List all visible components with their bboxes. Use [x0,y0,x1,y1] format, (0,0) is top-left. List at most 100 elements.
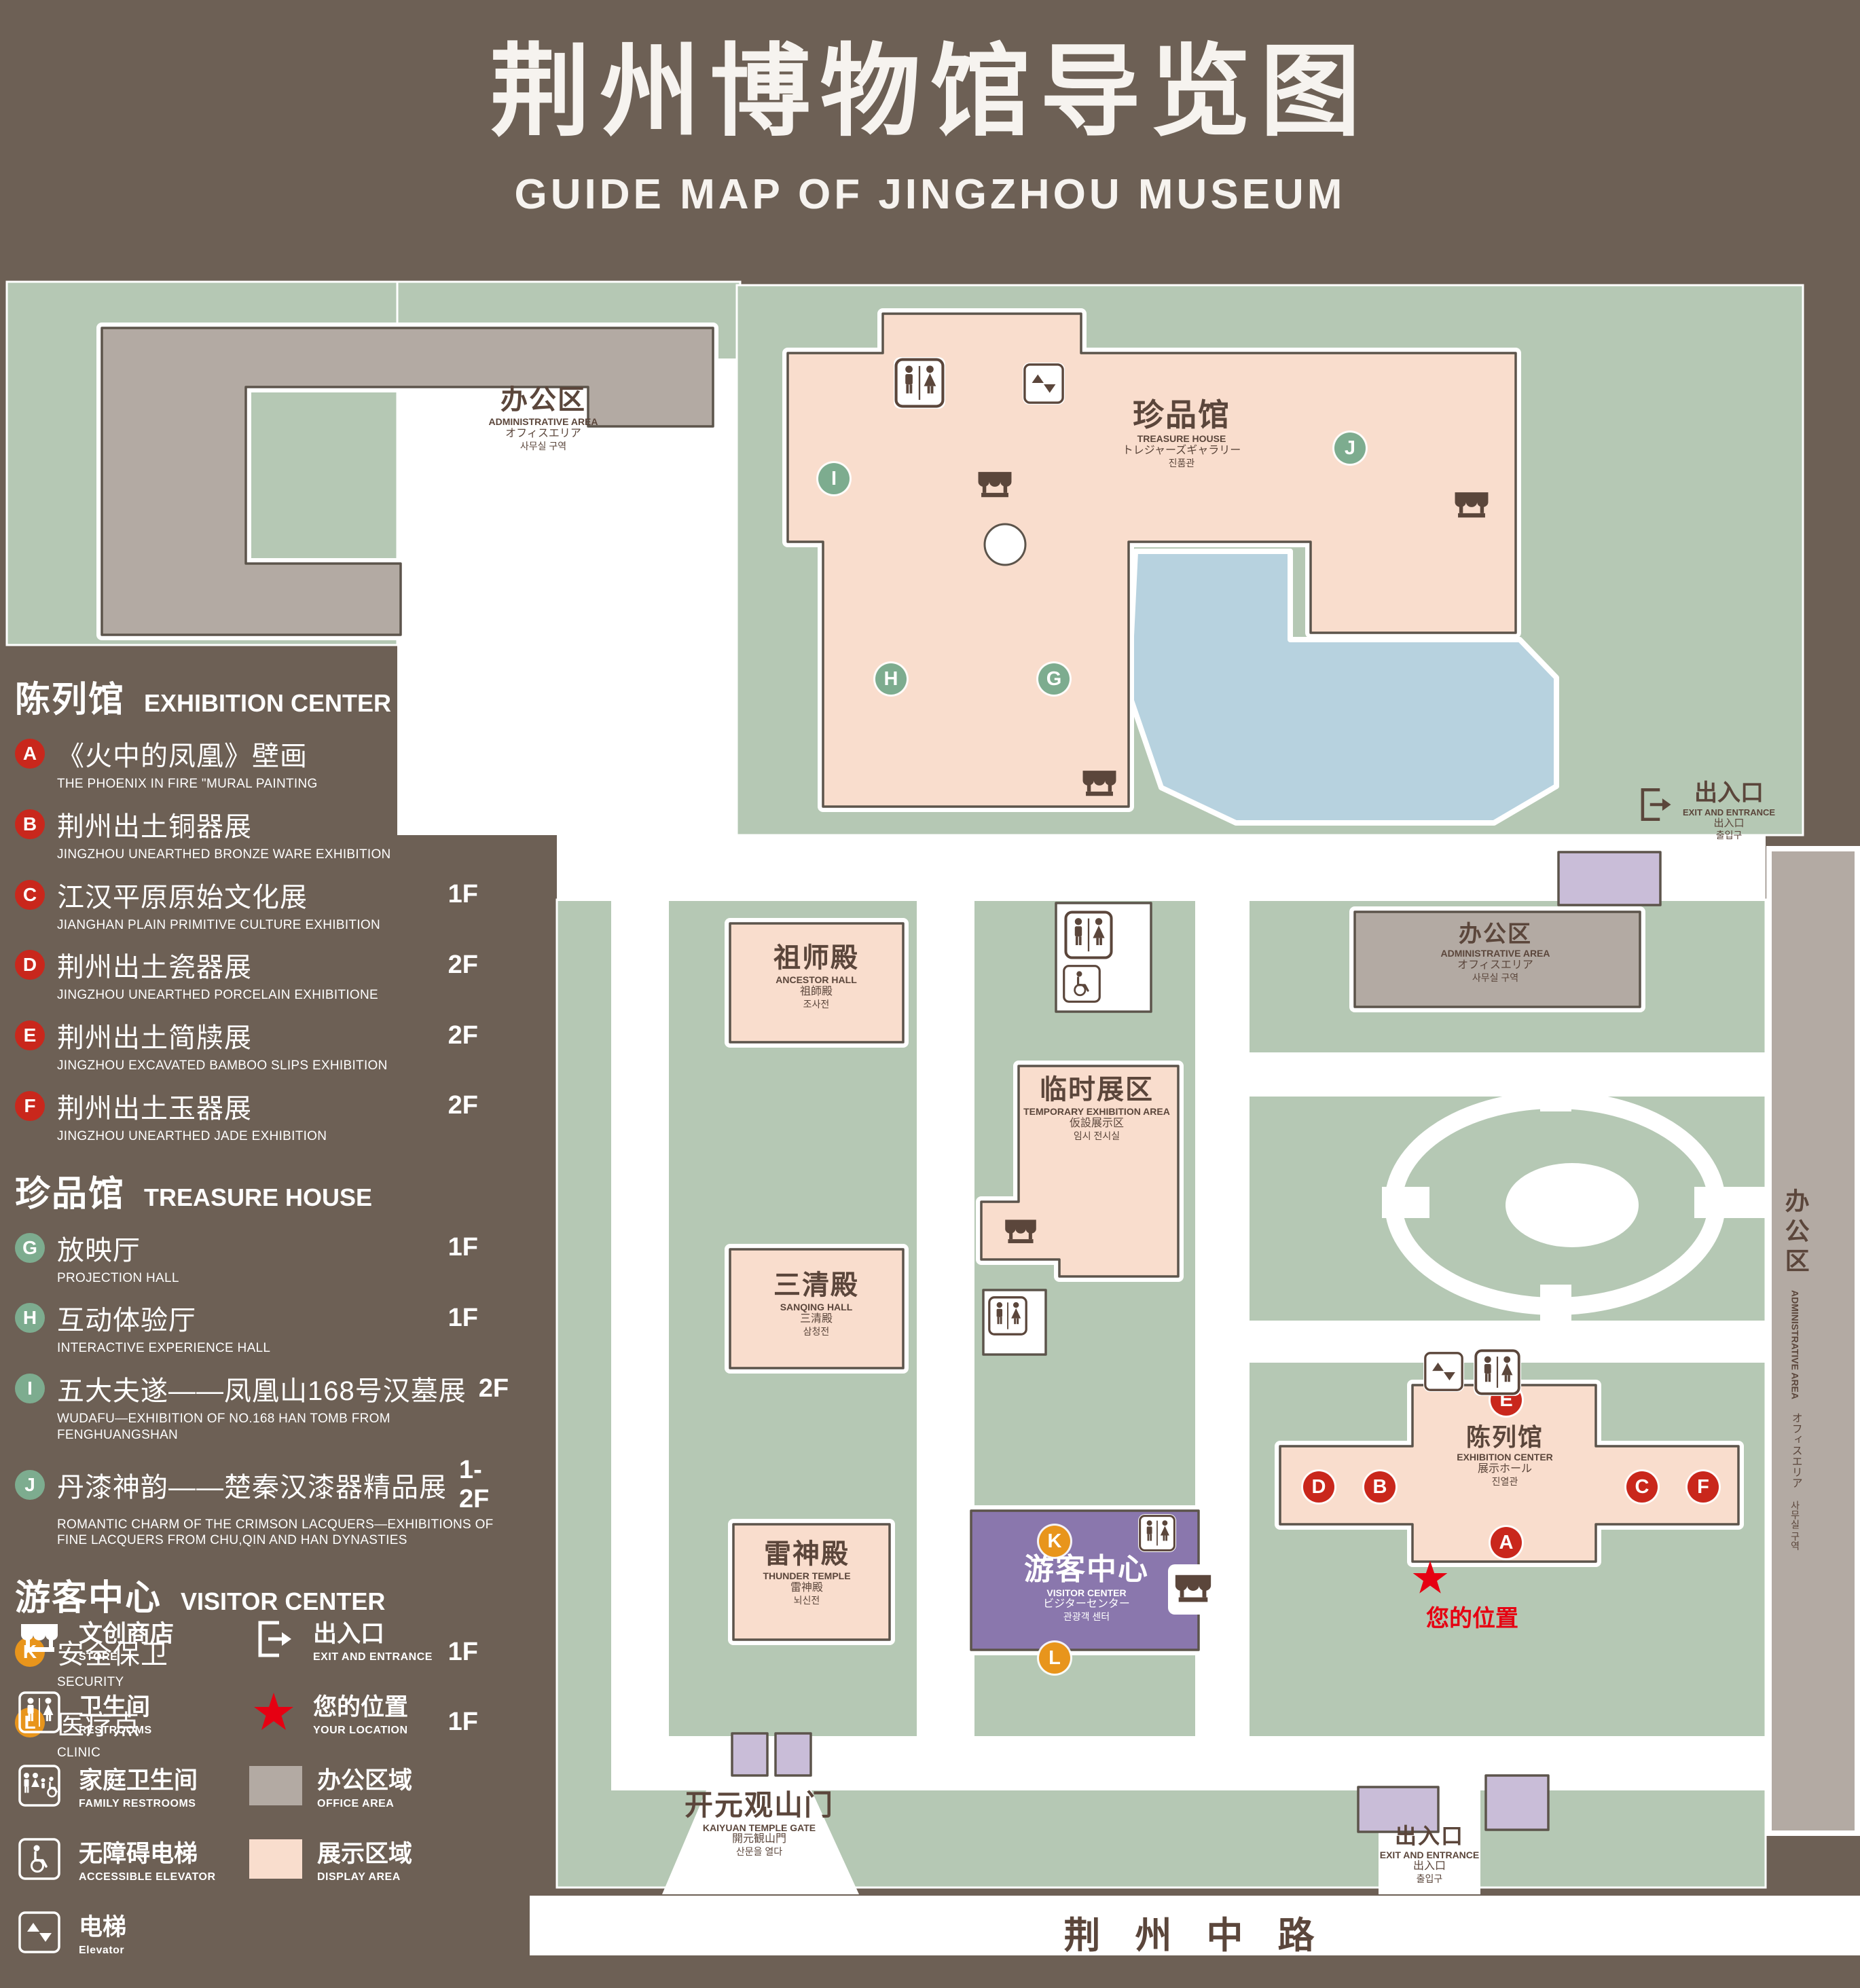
gate-pavilion [774,1732,812,1777]
map-marker-D: D [1303,1471,1334,1503]
restroom-icon [894,357,945,409]
walkway-path [397,358,737,835]
legend-item-d: D 荆州出土瓷器展 2F JINGZHOU UNEARTHED PORCELAI… [15,945,496,1004]
location-star-icon [249,1691,298,1734]
restroom-icon [1474,1348,1521,1396]
store-icon [1452,486,1491,526]
legend-item-a: A 《火中的凤凰》壁画 1F THE PHOENIX IN FIRE "MURA… [15,734,496,792]
accessible-elevator-icon [15,1837,64,1881]
restroom-icon [1138,1514,1176,1552]
exit-entrance-label-bottom: 出入口 EXIT AND ENTRANCE 出入口 출입구 [1379,1824,1480,1885]
legend-symbol-exit: 出入口 EXIT AND ENTRANCE [249,1602,497,1676]
marker-badge: H [15,1303,45,1333]
walkway-path [1540,1054,1571,1111]
sanqing-hall-building [729,1248,905,1369]
marker-badge: J [15,1469,45,1500]
visitor-center-label: 游客中心 VISITOR CENTER ビジターセンター 관광객 센터 [1024,1553,1149,1623]
legend-item-c: C 江汉平原原始文化展 1F JIANGHAN PLAIN PRIMITIVE … [15,875,496,934]
elevator-icon [1423,1351,1464,1392]
legend-symbol-your-location: 您的位置 YOUR LOCATION [249,1676,497,1749]
admin-area-label: 办公区 ADMINISTRATIVE AREA オフィスエリア 사무실 구역 [488,385,598,452]
legend-section-exhibition-center: 陈列馆 EXHIBITION CENTER [15,680,392,720]
page-subtitle: GUIDE MAP OF JINGZHOU MUSEUM [514,171,1346,218]
entrance-pavilion [1357,1786,1440,1833]
legend-item-g: G 放映厅 1F PROJECTION HALL [15,1228,496,1287]
symbols-legend: 文创商店 STORE 出入口 EXIT AND ENTRANCE 卫生间 RES… [15,1602,504,1969]
restroom-icon [1063,910,1114,960]
legend-symbol-family-restroom: 家庭卫生间 FAMILY RESTROOMS [15,1749,249,1822]
store-icon [1168,1564,1218,1615]
legend-section-treasure-house: 珍品馆 TREASURE HOUSE [15,1174,373,1214]
elevator-icon [15,1911,64,1954]
store-icon [1080,765,1119,804]
map-marker-B: B [1364,1471,1396,1503]
entrance-pavilion [1557,851,1662,906]
admin-building-top-left [101,327,714,636]
legend-item-b: B 荆州出土铜器展 1F JINGZHOU UNEARTHED BRONZE W… [15,805,496,863]
walkway-path [1540,1285,1571,1346]
map-marker-H: H [875,663,907,695]
walkway-path [1694,1187,1766,1218]
kaiyuan-gate-label: 开元观山门 KAIYUAN TEMPLE GATE 開元観山門 산문을 열다 [684,1789,835,1857]
store-icon [15,1617,64,1661]
walkway-path [1250,1052,1769,1097]
pond [1126,549,1559,826]
accessible-elevator-icon [1062,964,1101,1004]
page-title: 荆州博物馆导览图 [490,36,1370,148]
map-marker-A: A [1491,1527,1522,1558]
marker-badge: F [15,1090,45,1121]
sanqing-hall-label: 三清殿 SANQING HALL 三清殿 삼청전 [773,1270,859,1337]
walkway-path [611,901,669,1736]
restroom-icon [987,1295,1028,1336]
elevator-icon [1023,363,1065,405]
legend-item-i: I 五大夫遂——凤凰山168号汉墓展 2F WUDAFU—EXHIBITION … [15,1369,509,1443]
legend-symbol-store: 文创商店 STORE [15,1602,249,1676]
gate-pavilion [731,1732,769,1777]
legend-item-h: H 互动体验厅 1F INTERACTIVE EXPERIENCE HALL [15,1298,496,1357]
map-marker-F: F [1688,1471,1719,1503]
map-marker-I: I [818,463,850,494]
legend-symbol-accessible-elevator: 无障碍电梯 ACCESSIBLE ELEVATOR [15,1822,249,1896]
exit-icon [1635,785,1675,824]
store-icon [1002,1214,1039,1251]
legend-section-visitor-center: 游客中心 VISITOR CENTER [15,1579,386,1618]
temporary-exhibition-label: 临时展区 TEMPORARY EXHIBITION AREA 仮設展示区 임시 … [1023,1075,1170,1141]
map-marker-C: C [1626,1471,1658,1503]
jingzhou-middle-road [530,1896,1860,1955]
garden-plaza [1506,1163,1639,1247]
your-location-star-icon [1411,1559,1449,1597]
marker-badge: C [15,879,45,910]
office-area-swatch [249,1766,302,1805]
map-marker-G: G [1038,663,1070,695]
exhibition-center-label: 陈列馆 EXHIBITION CENTER 展示ホール 진열관 [1457,1423,1553,1487]
legend-item-k: K 安全保卫 1F SECURITY [15,1632,496,1691]
restroom-icon [15,1691,64,1734]
marker-badge: B [15,809,45,839]
marker-badge: I [15,1374,45,1403]
leg-symbol-office-area: 办公区域 OFFICE AREA [249,1749,497,1822]
map-marker-J: J [1334,432,1366,464]
legend-item-e: E 荆州出土简牍展 2F JINGZHOU EXCAVATED BAMBOO S… [15,1016,496,1074]
entrance-pavilion [1484,1774,1550,1831]
treasure-house-label: 珍品馆 TREASURE HOUSE トレジャーズギャラリー 진품관 [1122,397,1241,468]
road-label: 荆 州 中 路 [1063,1915,1327,1956]
marker-badge: A [15,739,45,769]
admin-building-middle [1353,910,1641,1008]
map-marker-K: K [1039,1526,1070,1557]
legend-symbol-restroom: 卫生间 RESTROOMS [15,1676,249,1749]
exhibition-center-building [1279,1384,1740,1563]
exit-entrance-label-right: 出入口 EXIT AND ENTRANCE 出入口 출입구 [1683,780,1776,841]
legend-item-f: F 荆州出土玉器展 2F JINGZHOU UNEARTHED JADE EXH… [15,1086,496,1145]
legend-symbol-display-area: 展示区域 DISPLAY AREA [249,1822,497,1896]
courtyard-circle [983,523,1027,566]
admin-strip-building [1766,846,1860,1836]
marker-badge: G [15,1232,45,1263]
marker-badge: D [15,950,45,980]
walkway-path [1382,1187,1429,1218]
display-area-swatch [249,1839,302,1879]
admin-area-label-vertical: 办公区 ADMINISTRATIVE AREA オフィスエリア 사무실 구역 [1781,1188,1810,1551]
legend-symbol-elevator: 电梯 Elevator [15,1896,249,1969]
legend-item-j: J 丹漆神韵——楚秦汉漆器精品展 1-2F ROMANTIC CHARM OF … [15,1456,496,1549]
